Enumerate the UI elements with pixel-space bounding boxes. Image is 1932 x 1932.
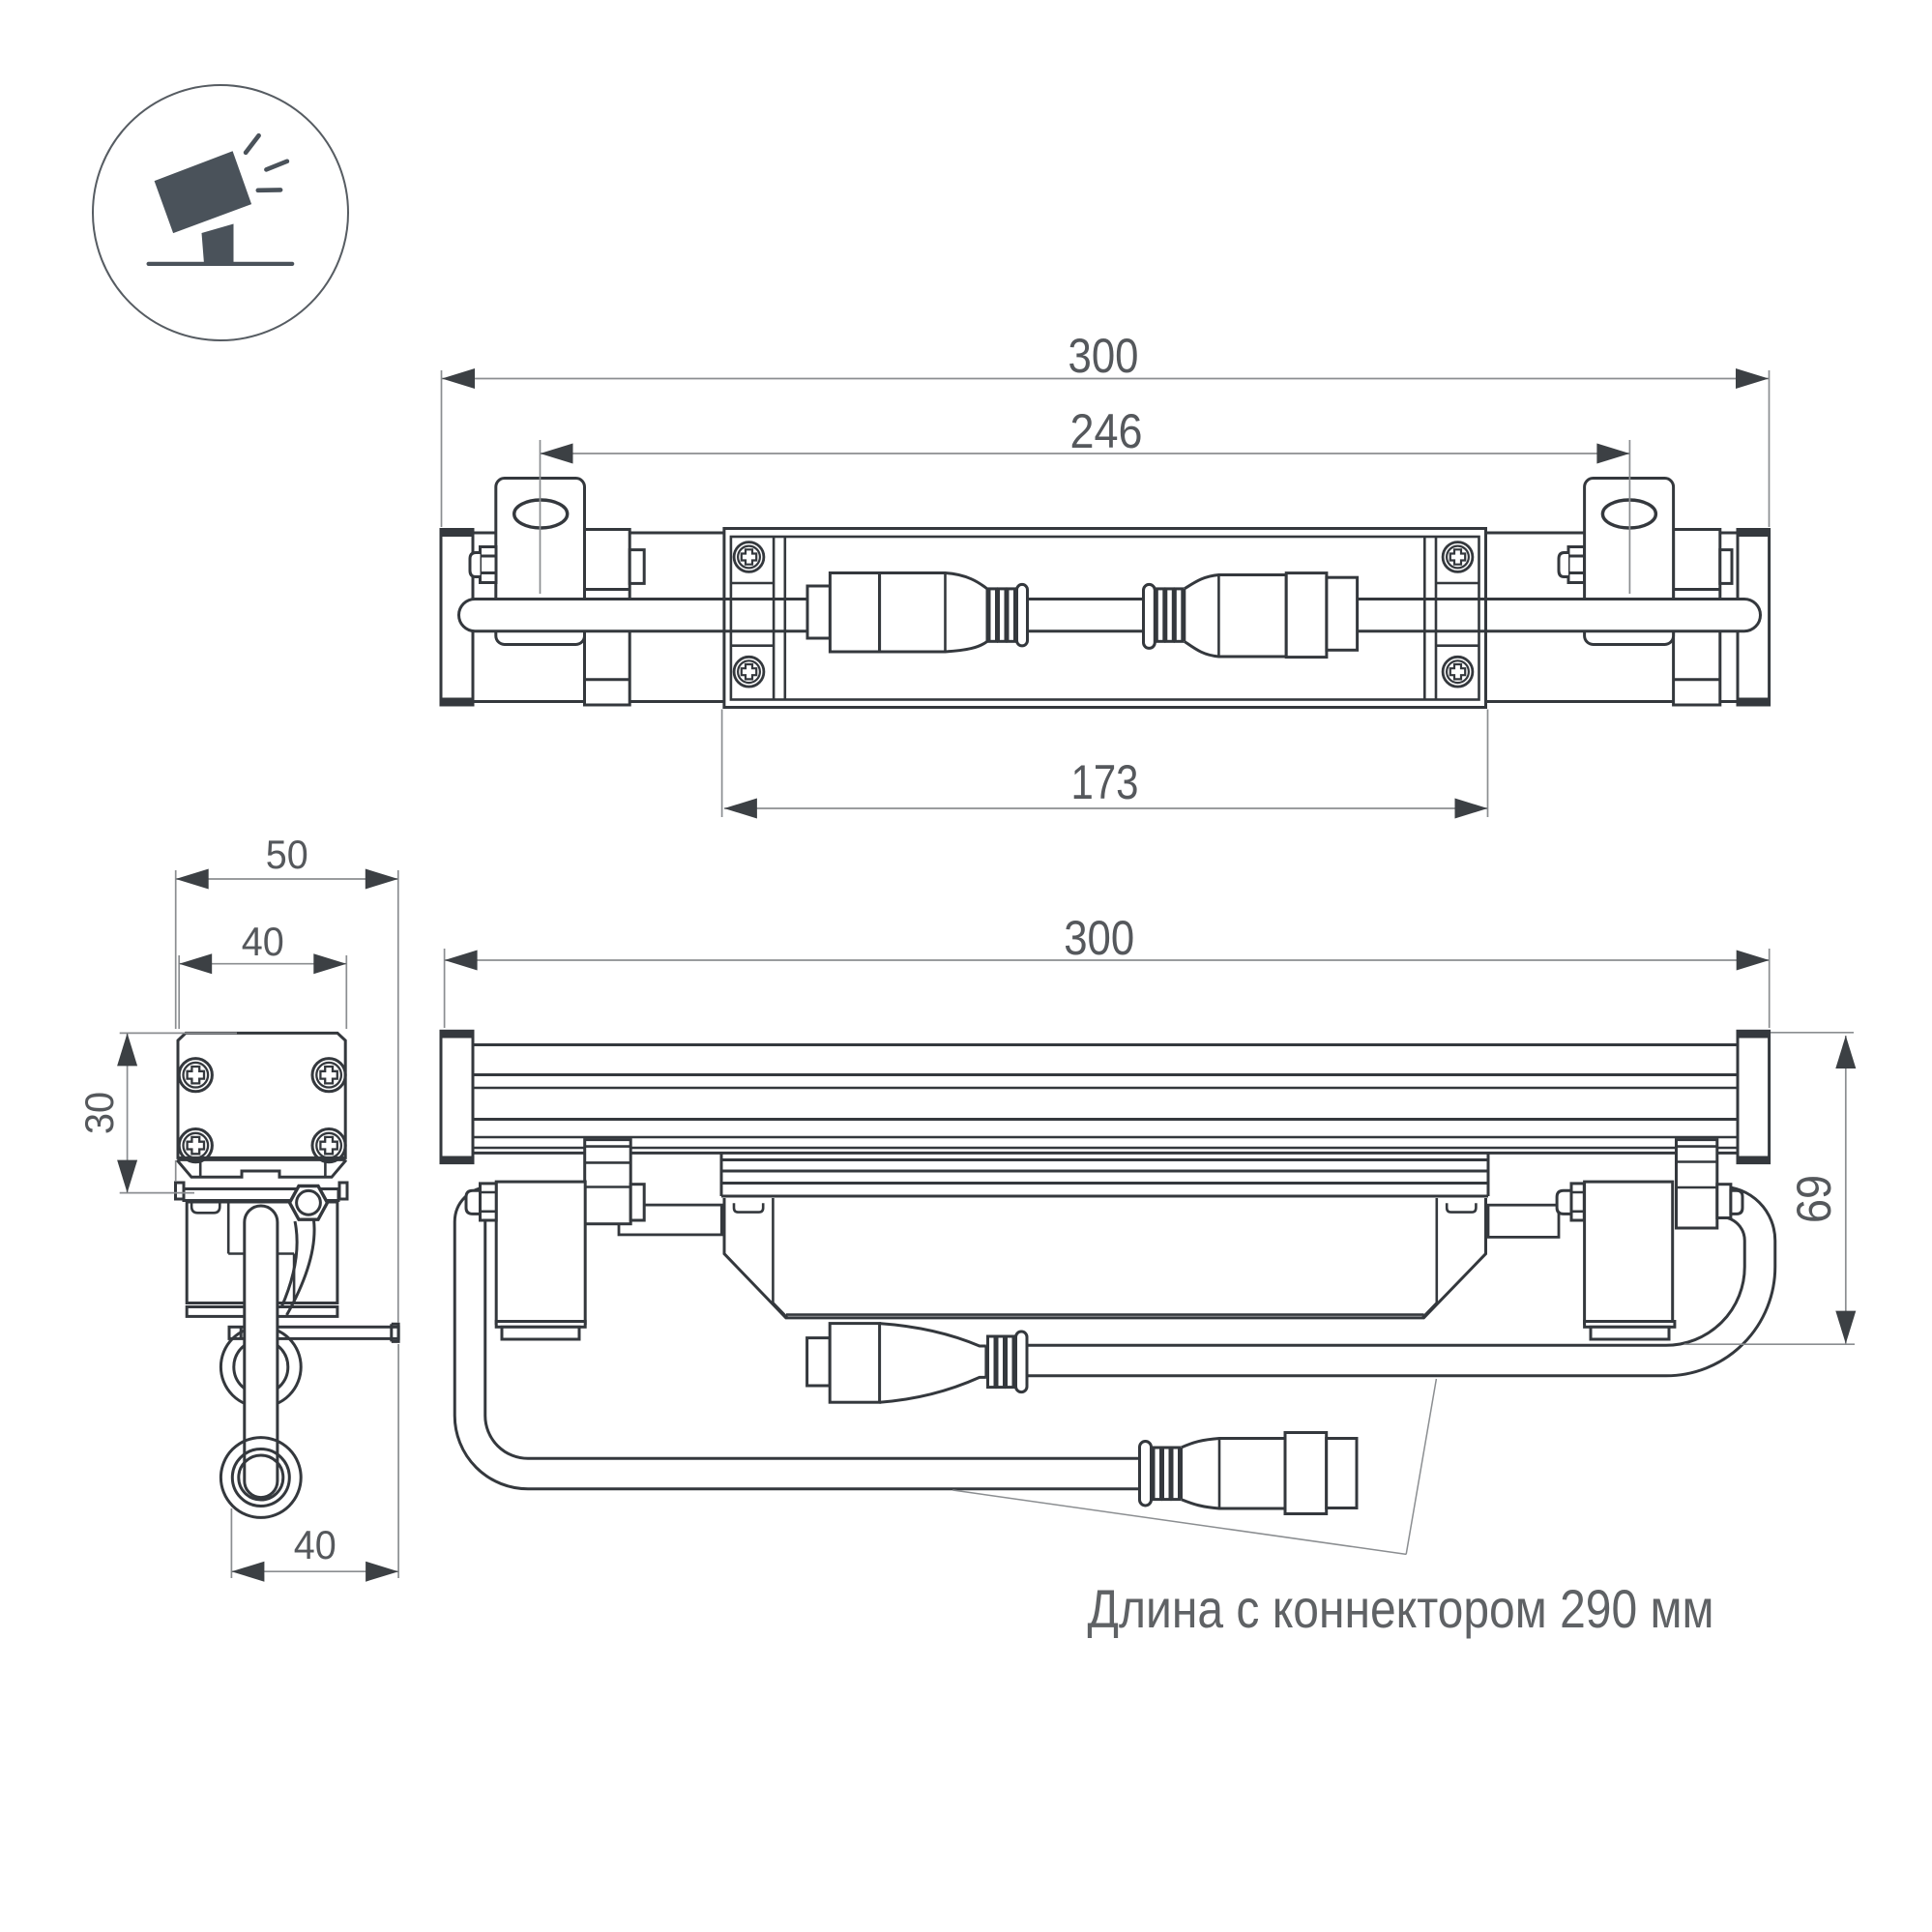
svg-text:Длина с коннектором 290 мм: Длина с коннектором 290 мм: [1088, 1578, 1714, 1639]
svg-text:173: 173: [1071, 755, 1139, 809]
svg-text:300: 300: [1068, 329, 1139, 383]
svg-text:40: 40: [294, 1522, 337, 1567]
svg-text:246: 246: [1070, 404, 1143, 458]
svg-text:300: 300: [1064, 911, 1134, 965]
svg-text:40: 40: [242, 919, 284, 964]
svg-text:30: 30: [76, 1092, 122, 1134]
svg-text:50: 50: [266, 832, 308, 877]
svg-text:69: 69: [1787, 1175, 1841, 1223]
